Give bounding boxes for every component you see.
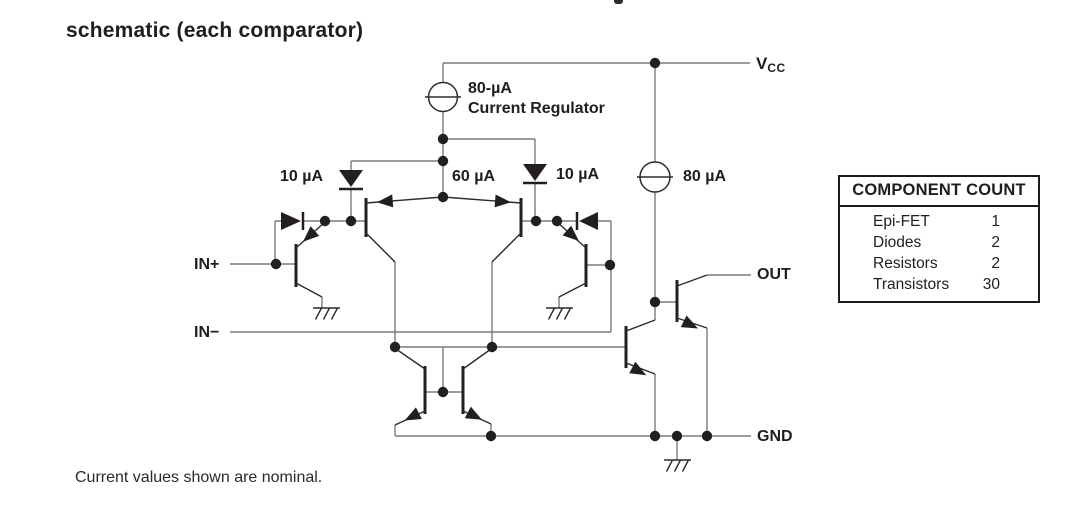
current-label-center: 60 µA: [452, 168, 496, 185]
transistor-diff-right-pnp: [442, 194, 523, 263]
table-row: Epi-FET 1: [840, 211, 1038, 232]
wires: [230, 62, 751, 460]
terminal-label-in-minus: IN−: [194, 324, 220, 341]
clamp-diode-in-plus: [281, 212, 305, 230]
footnote: Current values shown are nominal.: [75, 469, 323, 486]
component-count-value: 2: [991, 234, 1000, 251]
transistor-input-follower-in-plus: [294, 221, 326, 298]
ground-symbol-left: [313, 307, 340, 320]
transistor-mirror-right-npn: [461, 348, 492, 425]
current-regulator-symbol: [425, 81, 461, 113]
ground-symbol-bottom: [664, 459, 691, 472]
component-count-value: 2: [991, 255, 1000, 272]
regulator-value-label: 80-µA: [468, 80, 512, 97]
current-label-right-diode: 10 µA: [556, 166, 600, 183]
component-name: Resistors: [873, 255, 938, 272]
table-row: Diodes 2: [840, 232, 1038, 253]
clamp-diode-in-minus: [575, 212, 598, 230]
junction-dots: [270, 57, 713, 442]
diode-right-10ua: [523, 164, 547, 185]
current-label-output-branch: 80 µA: [683, 168, 727, 185]
component-name: Diodes: [873, 234, 922, 251]
component-count-body: Epi-FET 1 Diodes 2 Resistors 2 Transisto…: [840, 207, 1038, 301]
cropped-text-artifact: [614, 0, 623, 4]
component-count-header: COMPONENT COUNT: [840, 177, 1038, 207]
transistor-diff-left-pnp: [364, 194, 444, 263]
component-name: Epi-FET: [873, 213, 930, 230]
vcc-letter: V: [756, 54, 768, 73]
ground-symbol-right: [546, 307, 573, 320]
transistor-output-npn: [675, 274, 708, 329]
transistor-driver-npn: [624, 319, 656, 376]
table-row: Transistors 30: [840, 274, 1038, 295]
terminal-label-in-plus: IN+: [194, 256, 220, 273]
component-count-value: 30: [982, 276, 1000, 293]
terminal-label-gnd: GND: [757, 428, 793, 445]
vcc-subscript: CC: [767, 61, 786, 75]
component-count-value: 1: [991, 213, 1000, 230]
regulator-name-label: Current Regulator: [468, 100, 605, 117]
diode-left-10ua: [339, 170, 363, 191]
table-row: Resistors 2: [840, 253, 1038, 274]
transistor-input-follower-in-minus: [556, 221, 588, 298]
transistor-mirror-left-npn: [394, 348, 427, 426]
terminal-label-vcc: VCC: [756, 54, 786, 75]
output-current-source-symbol: [637, 161, 673, 193]
component-count-table: COMPONENT COUNT Epi-FET 1 Diodes 2 Resis…: [838, 175, 1040, 303]
current-label-left-diode: 10 µA: [280, 168, 324, 185]
page-title: schematic (each comparator): [66, 19, 364, 42]
component-name: Transistors: [873, 276, 950, 293]
terminal-label-out: OUT: [757, 266, 791, 283]
